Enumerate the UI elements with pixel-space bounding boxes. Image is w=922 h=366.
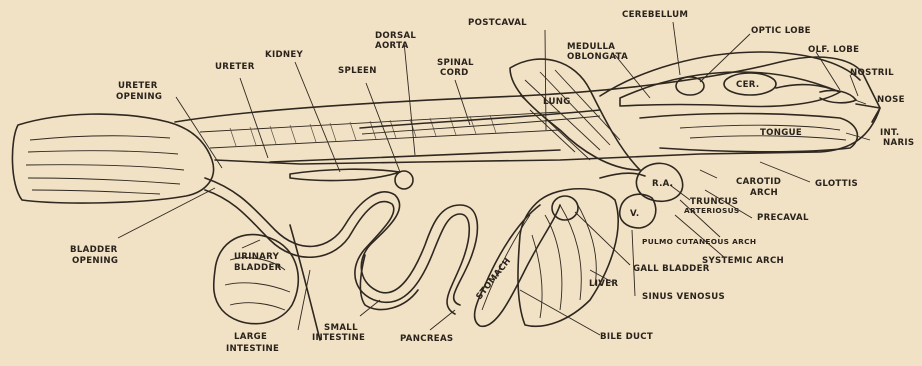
head xyxy=(600,52,880,152)
label-spleen: SPLEEN xyxy=(338,66,377,76)
label-nose: NOSE xyxy=(877,95,905,105)
label-spinal-2: CORD xyxy=(440,68,469,78)
label-optic-lobe: OPTIC LOBE xyxy=(751,26,811,36)
label-medulla-1: MEDULLA xyxy=(567,42,615,52)
label-small-intestine-1: SMALL xyxy=(324,323,358,333)
label-small-intestine-2: INTESTINE xyxy=(312,333,365,343)
spleen-shape xyxy=(395,171,413,189)
label-ureter-opening-2: OPENING xyxy=(116,92,162,102)
label-precaval: PRECAVAL xyxy=(757,213,809,223)
stomach xyxy=(475,205,560,326)
label-pancreas: PANCREAS xyxy=(400,334,453,344)
label-int-naris-2: NARIS xyxy=(883,138,914,148)
dorsal-body-wall xyxy=(175,57,880,164)
label-bile-duct: BILE DUCT xyxy=(600,332,653,342)
label-kidney: KIDNEY xyxy=(265,50,304,60)
label-truncus-2: ARTERIOSUS xyxy=(684,206,740,215)
label-int-naris-1: INT. xyxy=(880,128,899,138)
label-sinus-venosus: SINUS VENOSUS xyxy=(642,292,725,302)
label-medulla-2: OBLONGATA xyxy=(567,52,628,62)
label-ra: R.A. xyxy=(652,179,673,189)
label-dorsal-1: DORSAL xyxy=(375,31,416,41)
label-large-intestine-1: LARGE xyxy=(234,332,267,342)
label-dorsal-2: AORTA xyxy=(375,41,409,51)
labels: CEREBELLUM POSTCAVAL OPTIC LOBE DORSAL A… xyxy=(70,10,914,354)
label-lung: LUNG xyxy=(543,97,571,107)
label-bladder-opening-1: BLADDER xyxy=(70,245,118,255)
label-urinary-1: URINARY xyxy=(234,252,280,262)
gall-bladder-shape xyxy=(552,196,578,220)
label-v: V. xyxy=(630,209,639,219)
label-stomach: STOMACH xyxy=(474,256,513,302)
lung xyxy=(510,59,640,170)
label-tongue: TONGUE xyxy=(760,128,802,138)
label-carotid-1: CAROTID xyxy=(736,177,781,187)
label-nostril: NOSTRIL xyxy=(850,68,894,78)
label-olf-lobe: OLF. LOBE xyxy=(808,45,859,55)
liver xyxy=(518,189,618,327)
label-ureter: URETER xyxy=(215,62,255,72)
cloaca xyxy=(12,114,213,203)
label-postcaval: POSTCAVAL xyxy=(468,18,527,28)
label-cer: CER. xyxy=(736,80,759,90)
label-spinal-1: SPINAL xyxy=(437,58,474,68)
urinary-bladder xyxy=(214,235,299,324)
kidney-shape xyxy=(290,169,400,180)
label-cerebellum: CEREBELLUM xyxy=(622,10,688,20)
label-glottis: GLOTTIS xyxy=(815,179,858,189)
label-pulmo-cutaneous-arch: PULMO CUTANEOUS ARCH xyxy=(642,237,756,246)
label-liver: LIVER xyxy=(589,279,618,289)
label-gall-bladder: GALL BLADDER xyxy=(633,264,710,274)
label-systemic-arch: SYSTEMIC ARCH xyxy=(702,256,784,266)
heart xyxy=(600,163,683,228)
label-bladder-opening-2: OPENING xyxy=(72,256,118,266)
label-urinary-2: BLADDER xyxy=(234,263,282,273)
label-ureter-opening-1: URETER xyxy=(118,81,158,91)
label-large-intestine-2: INTESTINE xyxy=(226,344,279,354)
label-carotid-2: ARCH xyxy=(750,188,778,198)
